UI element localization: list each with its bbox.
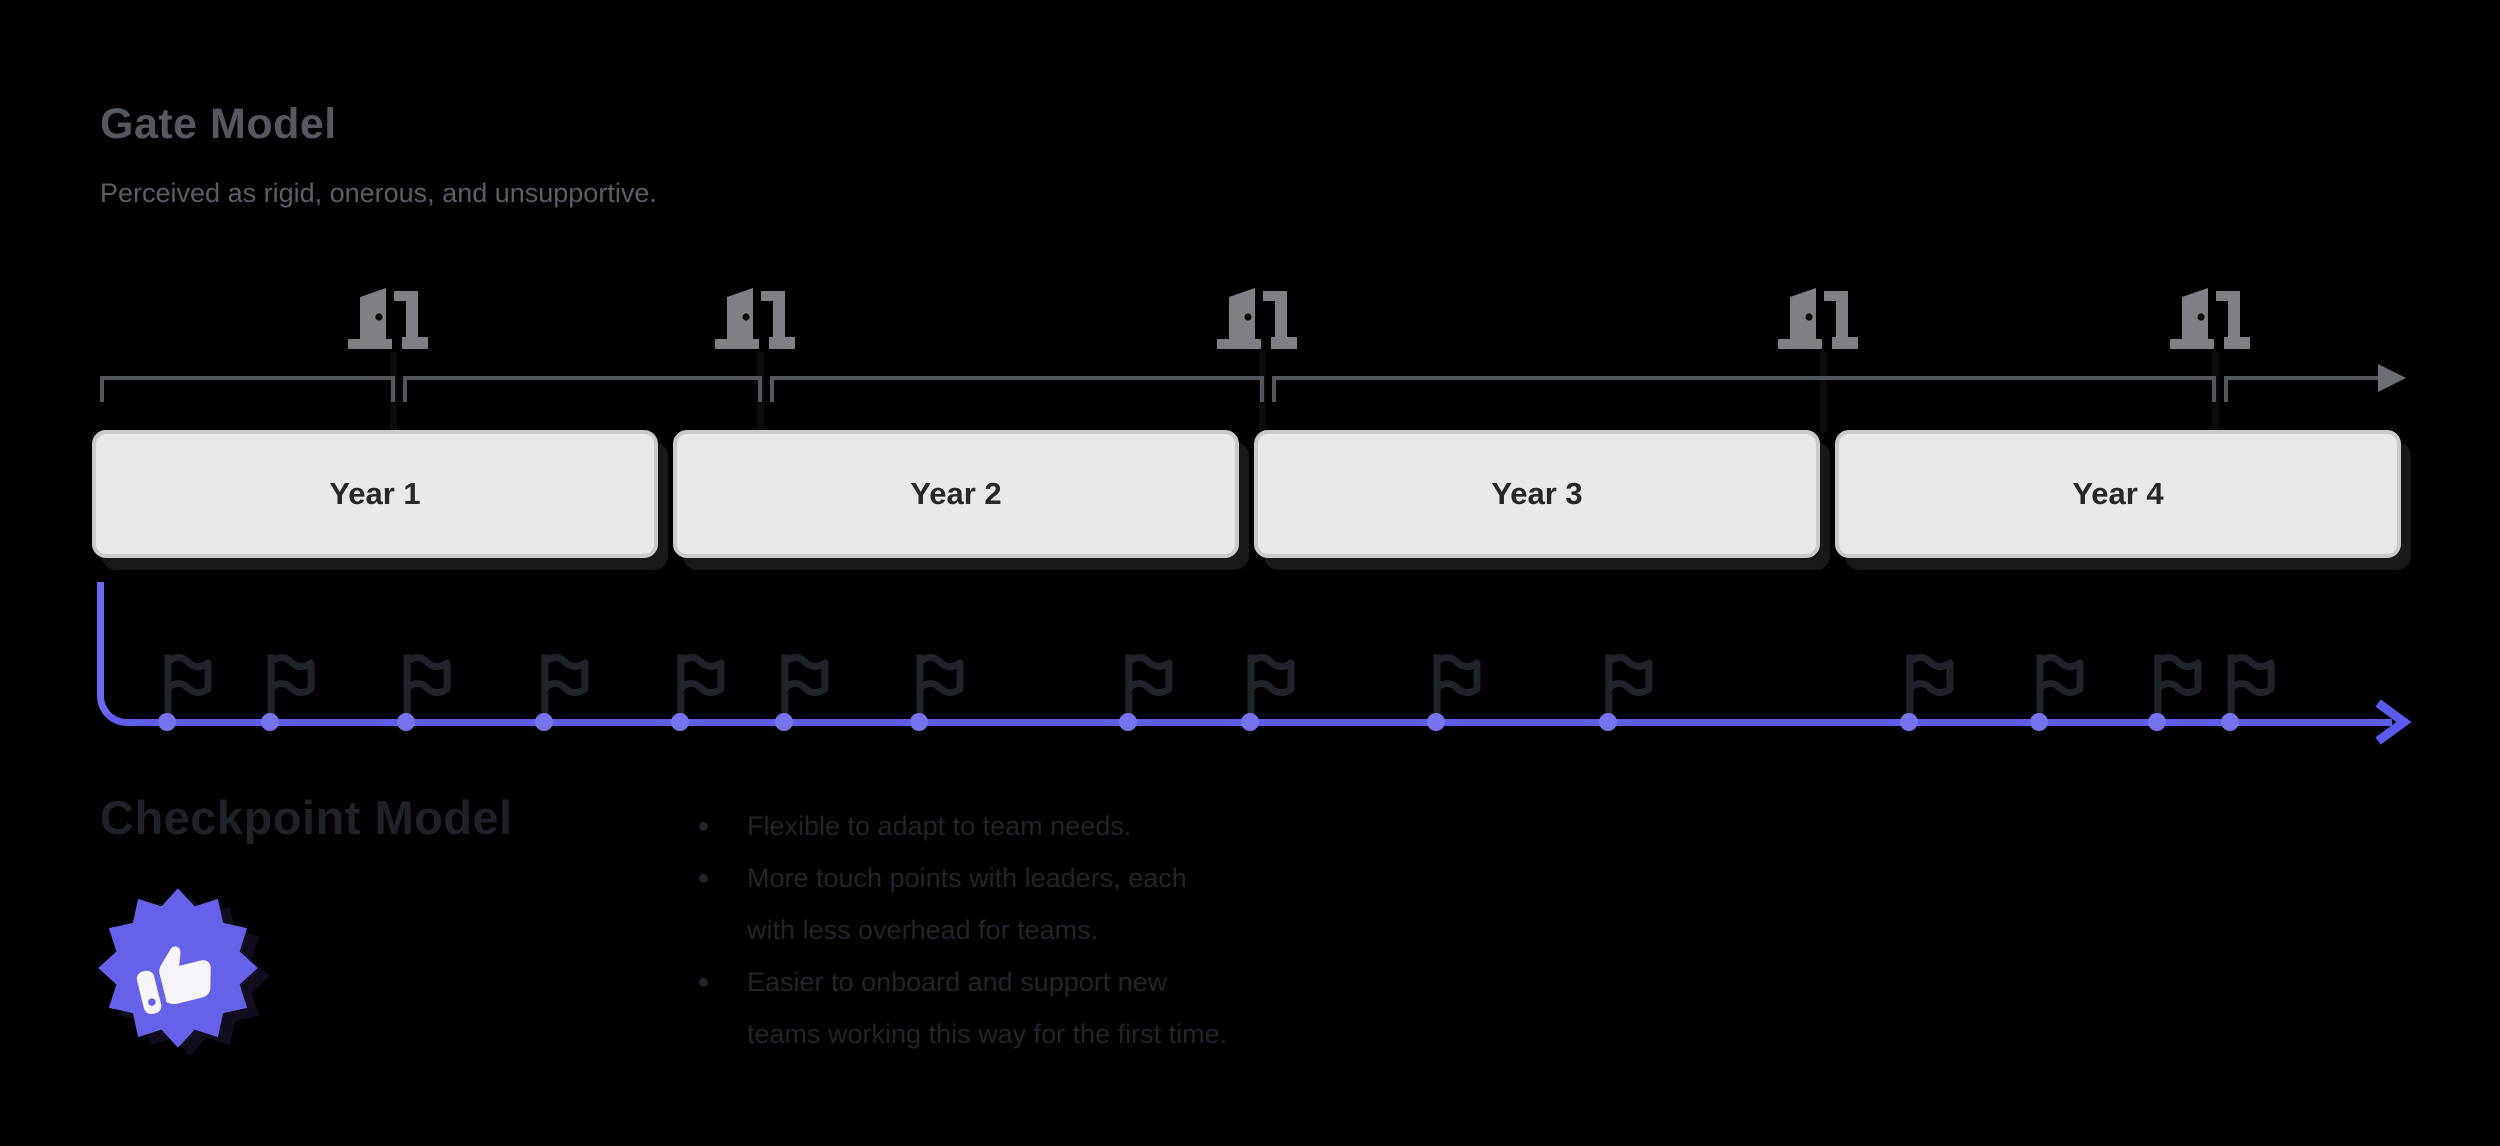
flag-icon	[1118, 646, 1180, 722]
flag-icon	[1598, 646, 1660, 722]
benefit-item: Easier to onboard and support new teams w…	[697, 956, 1457, 1060]
flag-icon	[1240, 646, 1302, 722]
gate	[1215, 282, 1299, 356]
door-open-icon	[1778, 288, 1858, 349]
checkpoint-dot	[910, 713, 928, 731]
flag-icon	[909, 646, 971, 722]
flag-icon	[2029, 646, 2091, 722]
year-box-2: Year 2	[673, 430, 1239, 558]
flag-icon	[670, 646, 732, 722]
checkpoint-benefits-list: Flexible to adapt to team needs. More tou…	[697, 800, 1457, 1060]
benefit-text-line: More touch points with leaders, each	[747, 863, 1187, 893]
bullet-marker	[699, 978, 708, 987]
checkpoint-dot	[2148, 713, 2166, 731]
checkpoint-dot	[158, 713, 176, 731]
flag-icon	[1433, 654, 1481, 722]
bullet-marker	[699, 874, 708, 883]
checkpoint-timeline-line	[140, 719, 2392, 726]
year-bracket	[100, 376, 395, 402]
benefit-text-line: Easier to onboard and support new	[747, 967, 1168, 997]
gate-model-subtitle: Perceived as rigid, onerous, and unsuppo…	[100, 178, 657, 208]
flag-icon	[774, 646, 836, 722]
checkpoint-dot	[1900, 713, 1918, 731]
year-bracket	[403, 376, 762, 402]
checkpoint-dot	[261, 713, 279, 731]
benefit-text-line: with less overhead for teams.	[747, 915, 1099, 945]
year-box-3: Year 3	[1254, 430, 1820, 558]
flag-icon	[2227, 654, 2275, 722]
checkpoint-dot	[775, 713, 793, 731]
thumbs-up-badge-icon	[94, 884, 262, 1052]
door-open-icon	[2170, 288, 2250, 349]
flag-icon	[541, 654, 589, 722]
flag-icon	[2220, 646, 2282, 722]
year-box-1: Year 1	[92, 430, 658, 558]
flag-icon	[1605, 654, 1653, 722]
gate-model-title: Gate Model	[100, 100, 337, 148]
flag-icon	[1906, 654, 1954, 722]
door-open-icon	[1217, 288, 1297, 349]
gate	[713, 282, 797, 356]
checkpoint-dot	[671, 713, 689, 731]
flag-icon	[1247, 654, 1295, 722]
flag-icon	[916, 654, 964, 722]
checkpoint-dot	[1599, 713, 1617, 731]
flag-icon	[534, 646, 596, 722]
flag-icon	[1899, 646, 1961, 722]
checkpoint-dot	[1241, 713, 1259, 731]
year-label: Year 1	[329, 476, 421, 511]
gate	[346, 282, 430, 356]
checkpoint-dot	[1119, 713, 1137, 731]
door-open-icon	[348, 288, 428, 349]
checkpoint-dot	[535, 713, 553, 731]
flag-icon	[677, 654, 725, 722]
flag-icon	[260, 646, 322, 722]
checkpoint-model-title: Checkpoint Model	[100, 791, 513, 844]
door-open-icon	[715, 288, 795, 349]
year-label: Year 3	[1491, 476, 1583, 511]
flag-icon	[781, 654, 829, 722]
benefit-item: Flexible to adapt to team needs.	[697, 800, 1457, 852]
year-label: Year 4	[2072, 476, 2164, 511]
gray-arrowhead-icon	[2378, 364, 2406, 392]
year-bracket	[1272, 376, 2216, 402]
benefit-item: More touch points with leaders, each with…	[697, 852, 1457, 956]
checkpoint-dot	[2221, 713, 2239, 731]
flag-icon	[157, 646, 219, 722]
bullet-marker	[699, 822, 708, 831]
checkpoint-timeline-elbow	[97, 582, 157, 726]
benefit-text-line: Flexible to adapt to team needs.	[747, 811, 1132, 841]
checkpoint-dot	[1427, 713, 1445, 731]
flag-icon	[2147, 646, 2209, 722]
checkpoint-dot	[2030, 713, 2048, 731]
checkpoint-dot	[397, 713, 415, 731]
flag-icon	[1426, 646, 1488, 722]
year-bracket	[2224, 376, 2378, 402]
flag-icon	[396, 646, 458, 722]
flag-icon	[403, 654, 451, 722]
gate-connector-line	[1820, 352, 1827, 432]
flag-icon	[1125, 654, 1173, 722]
gate	[1776, 282, 1860, 356]
year-box-4: Year 4	[1835, 430, 2401, 558]
flag-icon	[2036, 654, 2084, 722]
flag-icon	[2154, 654, 2202, 722]
gate	[2168, 282, 2252, 356]
benefit-text-line: teams working this way for the first tim…	[747, 1019, 1228, 1049]
flag-icon	[267, 654, 315, 722]
year-label: Year 2	[910, 476, 1002, 511]
year-bracket	[770, 376, 1264, 402]
flag-icon	[164, 654, 212, 722]
purple-arrowhead-icon	[2372, 698, 2414, 751]
